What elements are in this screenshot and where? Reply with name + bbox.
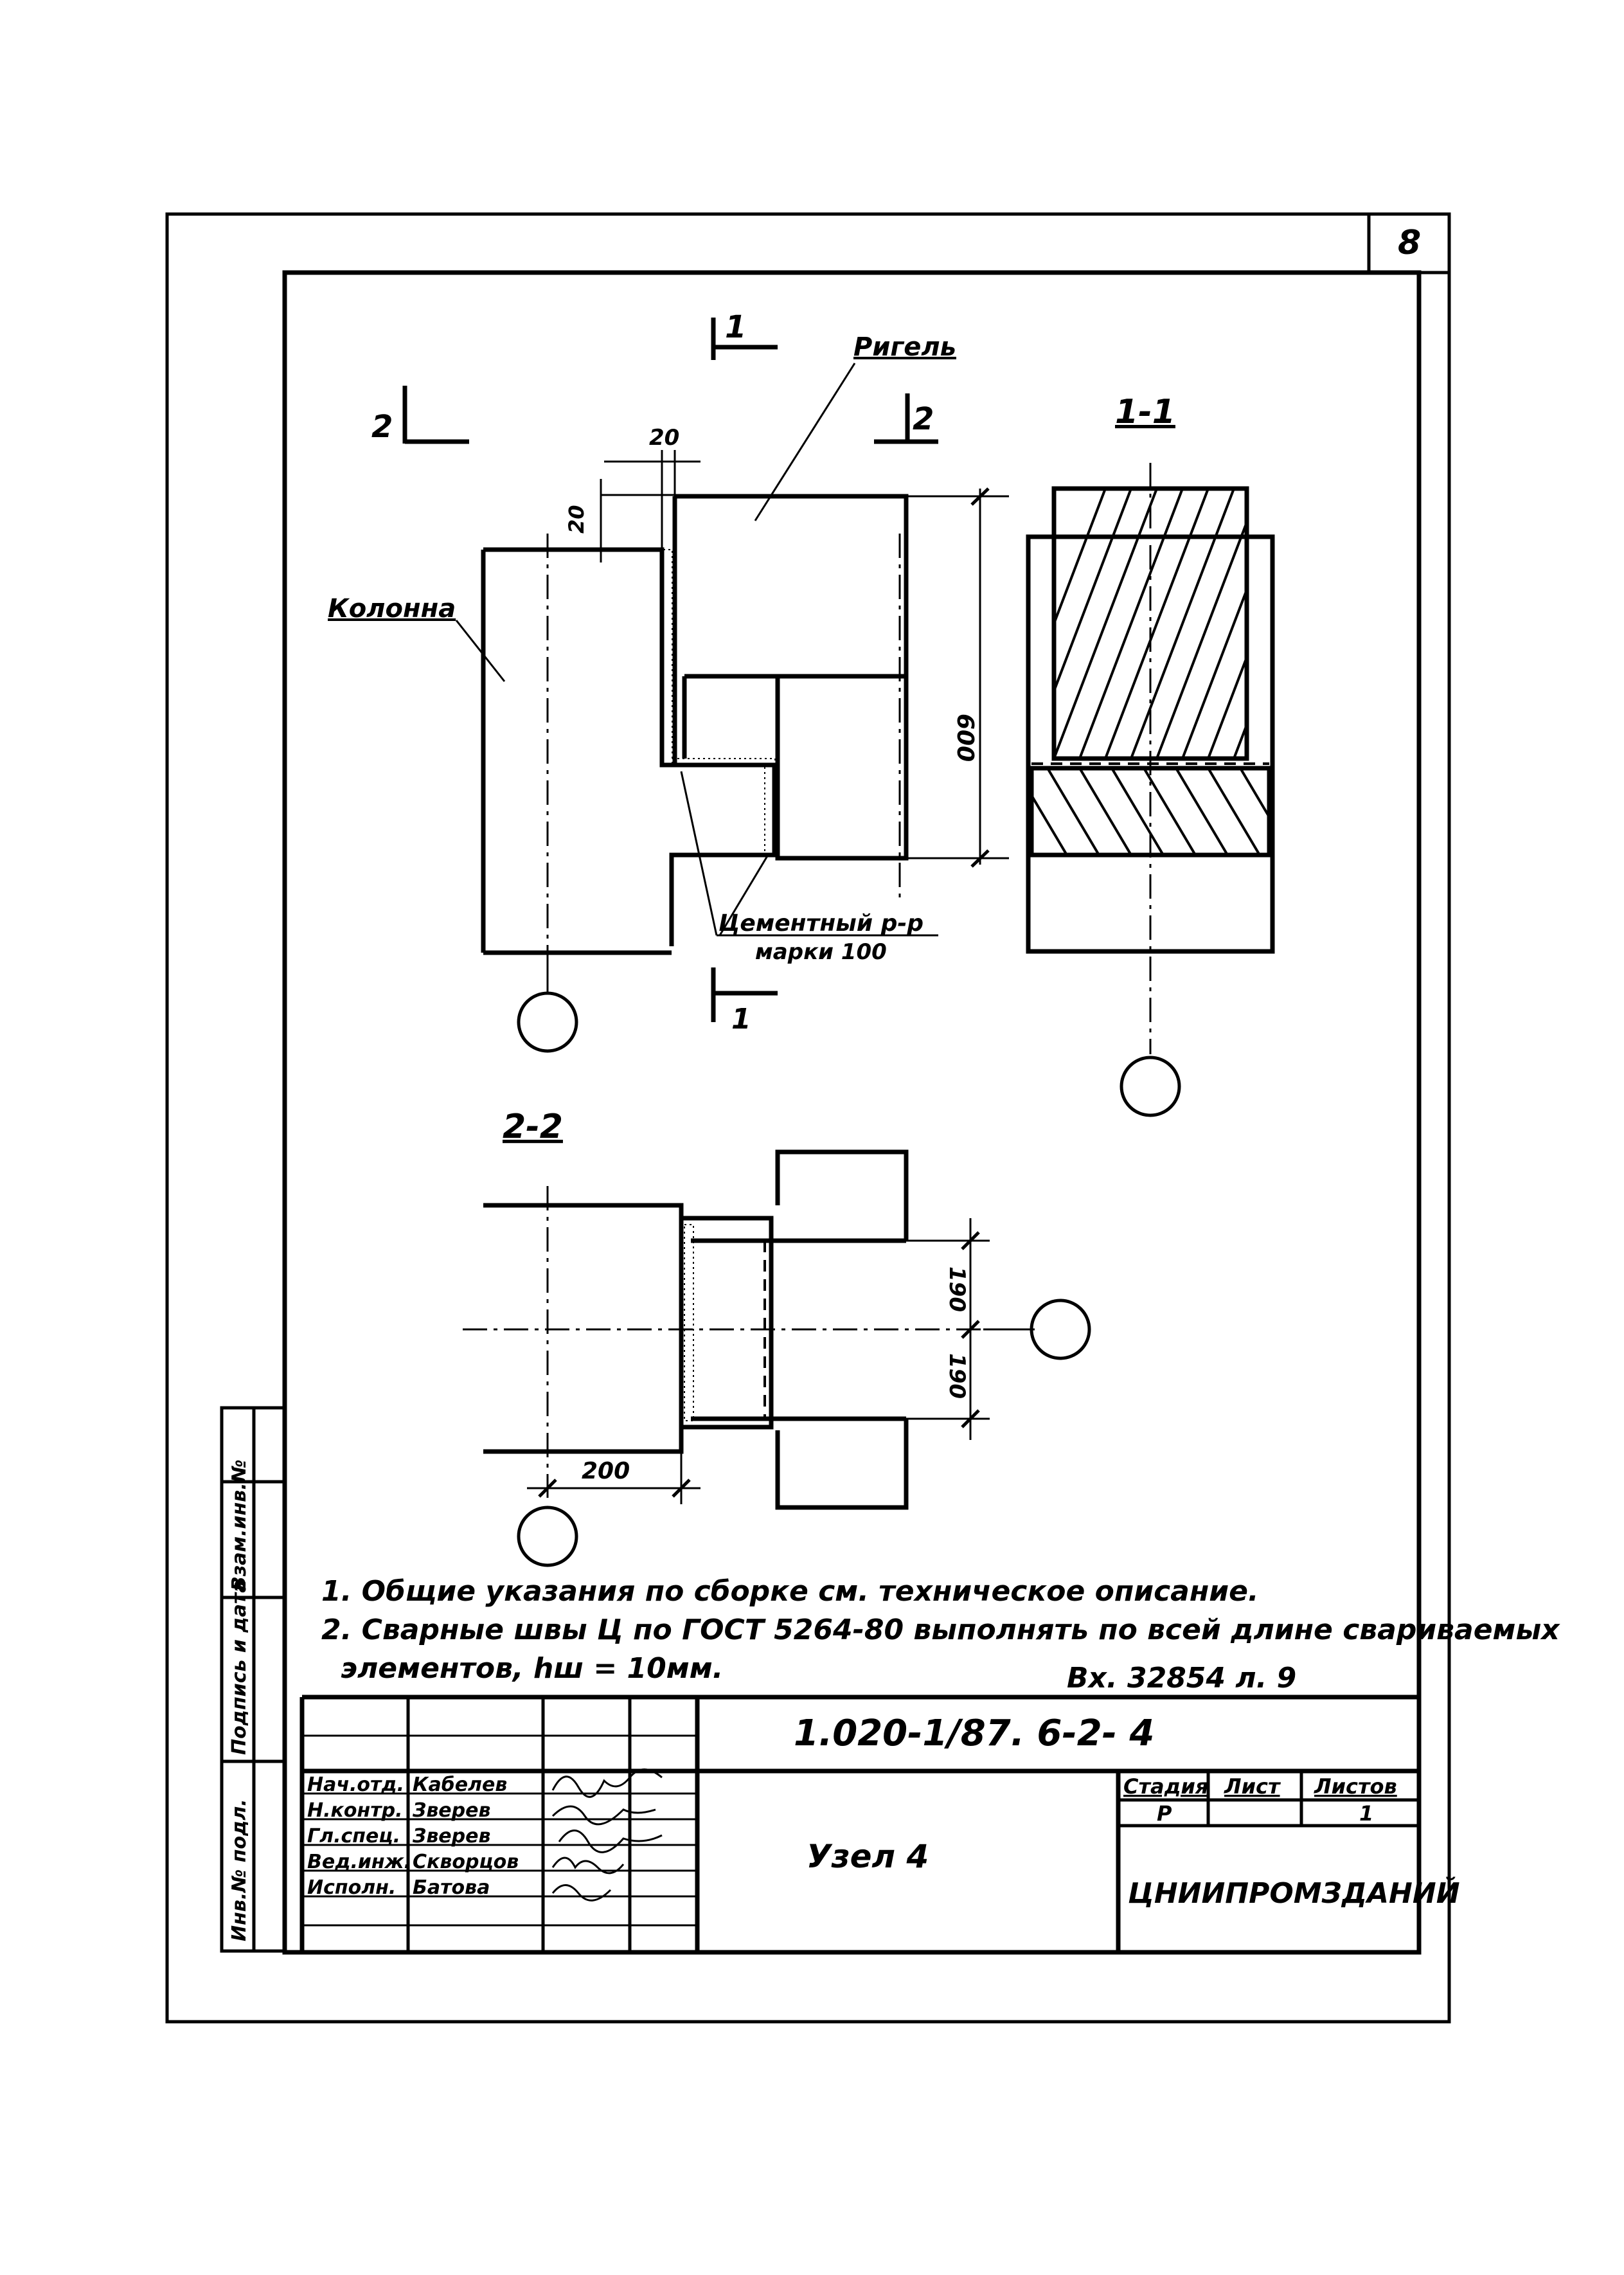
axis-bubble-plan-right [1030, 1299, 1091, 1360]
sheet-header: Лист [1224, 1774, 1281, 1799]
dim-600: 600 [906, 487, 1009, 868]
svg-text:1: 1 [731, 1003, 751, 1036]
side-stamp-col1: Инв.№ подл. [228, 1799, 251, 1941]
side-stamp-col3: Взам.инв.№ [228, 1459, 251, 1591]
axis-bubble-plan-bottom [517, 1506, 578, 1567]
beam-label: Ригель [853, 332, 956, 362]
title-block: 1.020-1/87. 6-2- 4 Узел 4 ЦНИИПРОМЗДАНИЙ… [299, 1695, 1460, 1952]
mortar-joint-horizontal [672, 758, 776, 767]
section-mark-2-right: 2 [874, 393, 938, 444]
section-mark-1-top: 1 [711, 309, 778, 360]
mortar-joint-lower [764, 766, 774, 857]
svg-text:20: 20 [564, 505, 589, 534]
name-5: Батова [413, 1876, 490, 1899]
name-1: Кабелев [413, 1774, 507, 1796]
bearing-plate-plan [679, 1216, 774, 1430]
role-5: Исполн. [307, 1876, 396, 1899]
beam-plan-lower [775, 1419, 909, 1510]
section-mark-2-left: 2 [371, 386, 469, 445]
svg-text:190: 190 [944, 1266, 970, 1312]
svg-text:2: 2 [371, 409, 393, 445]
svg-text:20: 20 [649, 425, 679, 451]
note-2: 2. Сварные швы Ц по ГОСТ 5264-80 выполня… [321, 1614, 1560, 1646]
column-label: Колонна [328, 594, 456, 624]
organization: ЦНИИПРОМЗДАНИЙ [1128, 1876, 1460, 1910]
role-2: Н.контр. [307, 1799, 402, 1822]
mortar-label-1: Цементный р-р [718, 910, 924, 937]
designation: 1.020-1/87. 6-2- 4 [794, 1713, 1154, 1754]
mortar-label-2: марки 100 [755, 939, 887, 965]
stage-header: Стадия [1123, 1774, 1208, 1799]
name-4: Скворцов [413, 1851, 519, 1873]
role-1: Нач.отд. [307, 1774, 404, 1796]
mortar-plan [684, 1224, 694, 1421]
signatures [551, 1768, 663, 1902]
drawing-title: Узел 4 [807, 1838, 929, 1875]
sheets-value: 1 [1359, 1801, 1373, 1826]
section-mark-1-bottom: 1 [711, 967, 778, 1036]
section-1-1: 1-1 [1026, 393, 1275, 1117]
mortar-joint-vertical [663, 549, 673, 766]
beam-outline [675, 494, 909, 861]
sheets-header: Листов [1314, 1774, 1397, 1799]
column-section-hatched [1029, 766, 1272, 858]
column-outline [483, 547, 777, 946]
sheet-number-box: 8 [1367, 212, 1451, 274]
dim-190-190: 190 190 [906, 1218, 990, 1440]
elevation-view: 1 2 2 Ригель Колонна [328, 309, 1009, 1053]
inner-frame [282, 270, 1422, 1955]
role-4: Вед.инж. [307, 1851, 411, 1873]
side-stamp: Инв.№ подл. Подпись и дата Взам.инв.№ [220, 1406, 287, 1953]
section-1-1-title: 1-1 [1115, 393, 1175, 431]
svg-text:190: 190 [944, 1353, 970, 1399]
notes: 1. Общие указания по сборке см. техничес… [321, 1575, 1560, 1695]
section-2-2-title: 2-2 [503, 1108, 563, 1146]
axis-bubble-elevation [517, 991, 578, 1053]
beam-section-hatched [1051, 486, 1249, 761]
side-stamp-col2: Подпись и дата [228, 1580, 251, 1755]
dim-20-top: 20 [604, 425, 700, 550]
incoming-stamp: Вх. 32854 л. 9 [1067, 1662, 1296, 1695]
note-2-cont: элементов, hш = 10мм. [341, 1652, 723, 1685]
svg-text:200: 200 [582, 1458, 630, 1484]
name-3: Зверев [412, 1825, 490, 1848]
name-2: Зверев [412, 1799, 490, 1822]
section-2-2: 2-2 190 190 [463, 1108, 1091, 1567]
svg-text:2: 2 [913, 401, 934, 437]
dim-200: 200 [527, 1452, 700, 1504]
beam-plan-upper [775, 1149, 909, 1241]
dim-20-side: 20 [564, 479, 675, 562]
stage-value: Р [1157, 1801, 1172, 1826]
note-1: 1. Общие указания по сборке см. техничес… [321, 1575, 1259, 1608]
svg-text:600: 600 [952, 714, 978, 762]
sheet-number: 8 [1398, 224, 1421, 262]
svg-text:1: 1 [725, 309, 746, 345]
role-3: Гл.спец. [307, 1825, 400, 1848]
outer-frame [165, 212, 1451, 2024]
axis-bubble-section-1-1 [1120, 1056, 1181, 1117]
